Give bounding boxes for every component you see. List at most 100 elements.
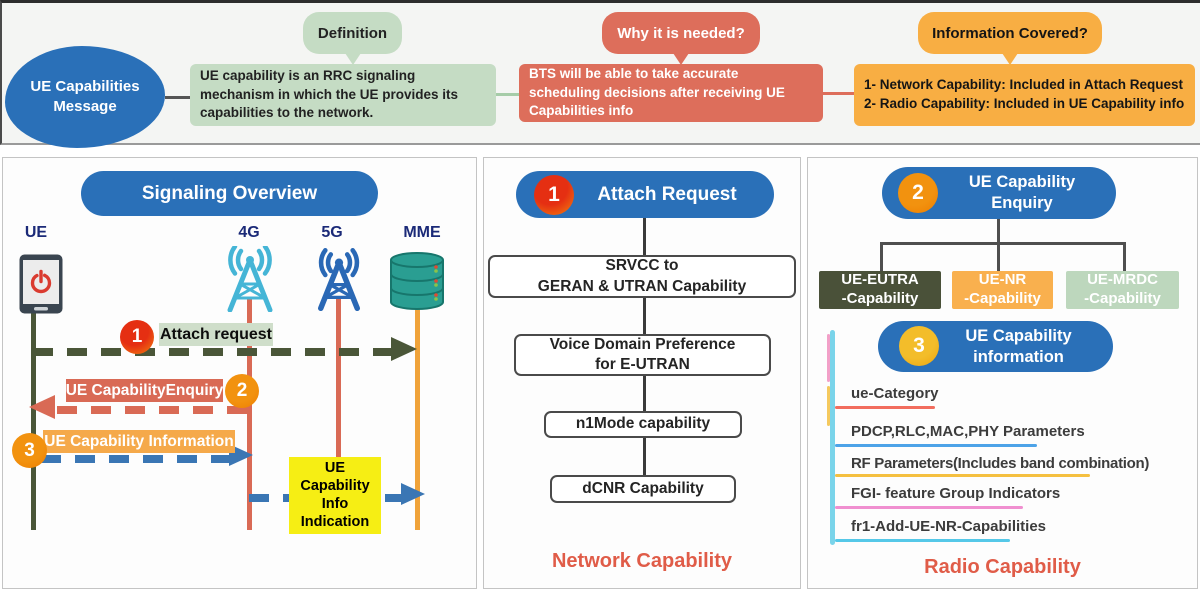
definition-body: UE capability is an RRC signaling mechan… [190,64,496,126]
capability-enquiry-arrowhead [29,395,55,419]
list-item: fr1-Add-UE-NR-Capabilities [851,518,1047,535]
database-icon [389,252,445,310]
why-body-text: BTS will be able to take accurate schedu… [529,65,785,119]
info-indication-label: UE Capability Info Indication [289,457,381,534]
dcnr-capability-box: dCNR Capability [550,475,736,503]
list-brace-accent [827,334,830,382]
radio-capability-footer: Radio Capability [924,556,1081,578]
n1mode-capability-box: n1Mode capability [544,411,742,438]
why-bubble-label: Why it is needed? [617,24,745,42]
voice-domain-line-1: Voice Domain Preference [549,335,736,353]
radio-capability-panel: UE Capability Enquiry 2 UE-EUTRA -Capabi… [807,157,1198,589]
tree-connector [997,219,1000,242]
attach-request-arrowhead [391,337,417,361]
signaling-title: Signaling Overview [141,182,318,204]
actor-label-5g: 5G [321,224,343,241]
definition-bubble: Definition [303,12,402,65]
connector-root [165,96,191,99]
enquiry-step-2-badge: 2 [898,173,938,213]
flow-connector [643,438,646,475]
list-item-underline [835,539,1010,542]
covered-line-1: 1- Network Capability: Included in Attac… [864,77,1184,93]
step-2-badge: 2 [225,374,259,408]
definition-body-text: UE capability is an RRC signaling mechan… [200,67,459,121]
antenna-4g-icon [204,244,296,313]
list-item: RF Parameters(Includes band combination) [851,455,1150,472]
tree-connector [1123,242,1126,271]
ue-nr-capability-box: UE-NR -Capability [952,271,1053,309]
smartphone-icon [19,254,63,314]
srvcc-capability-box: SRVCC to GERAN & UTRAN Capability [488,255,796,298]
flow-connector [643,218,646,256]
signaling-title-pill: Signaling Overview [81,171,378,216]
actor-label-ue: UE [24,224,48,241]
srvcc-line-2: GERAN & UTRAN Capability [537,277,747,295]
ue-mrdc-line-1: UE-MRDC [1087,271,1158,289]
ue-nr-line-2: -Capability [964,290,1041,307]
capability-enquiry-arrow [57,406,249,414]
ue-mrdc-line-2: -Capability [1084,290,1161,307]
network-capability-panel: Attach Request 1 SRVCC to GERAN & UTRAN … [483,157,801,589]
attach-request-title: Attach Request [597,183,737,205]
capability-information-label: UE Capability Information [43,430,235,453]
list-item-underline [835,506,1023,509]
root-topic-label: UE Capabilities Message [30,77,140,115]
list-item: PDCP,RLC,MAC,PHY Parameters [851,423,1085,440]
connector-definition-why [496,93,520,96]
definition-bubble-label: Definition [317,24,388,42]
why-bubble: Why it is needed? [602,12,760,65]
ue-eutra-line-1: UE-EUTRA [841,271,919,289]
antenna-5g-icon [297,248,381,312]
actor-label-mme: MME [403,224,441,241]
step-3-badge: 3 [12,433,47,468]
capability-enquiry-label: UE CapabilityEnquiry [66,379,223,402]
root-topic: UE Capabilities Message [5,46,165,148]
list-brace-line [830,330,835,545]
tree-connector [997,242,1000,271]
ue-nr-line-1: UE-NR [978,271,1027,289]
voice-domain-box: Voice Domain Preference for E-UTRAN [514,334,771,376]
capability-information-arrow [41,455,231,463]
ue-eutra-capability-box: UE-EUTRA -Capability [819,271,941,309]
capability-information-arrowhead [229,444,253,466]
list-brace-accent [827,386,830,426]
attach-request-label: Attach request [159,323,273,346]
covered-bubble-label: Information Covered? [932,24,1088,42]
information-step-3-badge: 3 [899,326,939,366]
actor-label-4g: 4G [238,224,260,241]
info-indication-line-1: UE Capability [300,460,370,495]
connector-why-covered [823,92,855,95]
information-title-line-2: information [973,347,1064,366]
5g-lifeline [336,298,341,530]
list-item-underline [835,406,935,409]
network-capability-footer: Network Capability [551,550,733,572]
enquiry-title-line-1: UE Capability [968,173,1076,192]
flow-connector [643,298,646,334]
why-body: BTS will be able to take accurate schedu… [519,64,823,122]
list-item: ue-Category [851,385,939,402]
list-item: FGI- feature Group Indicators [851,485,1061,502]
ue-lifeline [31,313,36,530]
voice-domain-line-2: for E-UTRAN [595,356,690,373]
covered-bubble: Information Covered? [918,12,1102,65]
tree-connector [880,242,1126,245]
4g-lifeline [247,298,252,530]
attach-request-arrow [33,348,391,356]
enquiry-title-line-2: Enquiry [991,194,1053,212]
list-item-underline [835,474,1090,477]
srvcc-line-1: SRVCC to [605,257,679,275]
signaling-overview-panel: Signaling Overview UE 4G 5G MME [2,157,477,589]
mme-lifeline [415,309,420,530]
step-1-badge: 1 [120,320,154,354]
ue-mrdc-capability-box: UE-MRDC -Capability [1066,271,1179,309]
attach-step-1-badge: 1 [534,175,574,215]
list-item-underline [835,444,1037,447]
covered-body: 1- Network Capability: Included in Attac… [854,64,1195,126]
information-title-line-1: UE Capability [965,326,1072,345]
ue-eutra-line-2: -Capability [841,290,919,307]
tree-connector [880,242,883,271]
covered-line-2: 2- Radio Capability: Included in UE Capa… [864,96,1185,111]
info-indication-arrowhead [401,483,425,505]
info-indication-line-2: Info Indication [300,496,370,531]
